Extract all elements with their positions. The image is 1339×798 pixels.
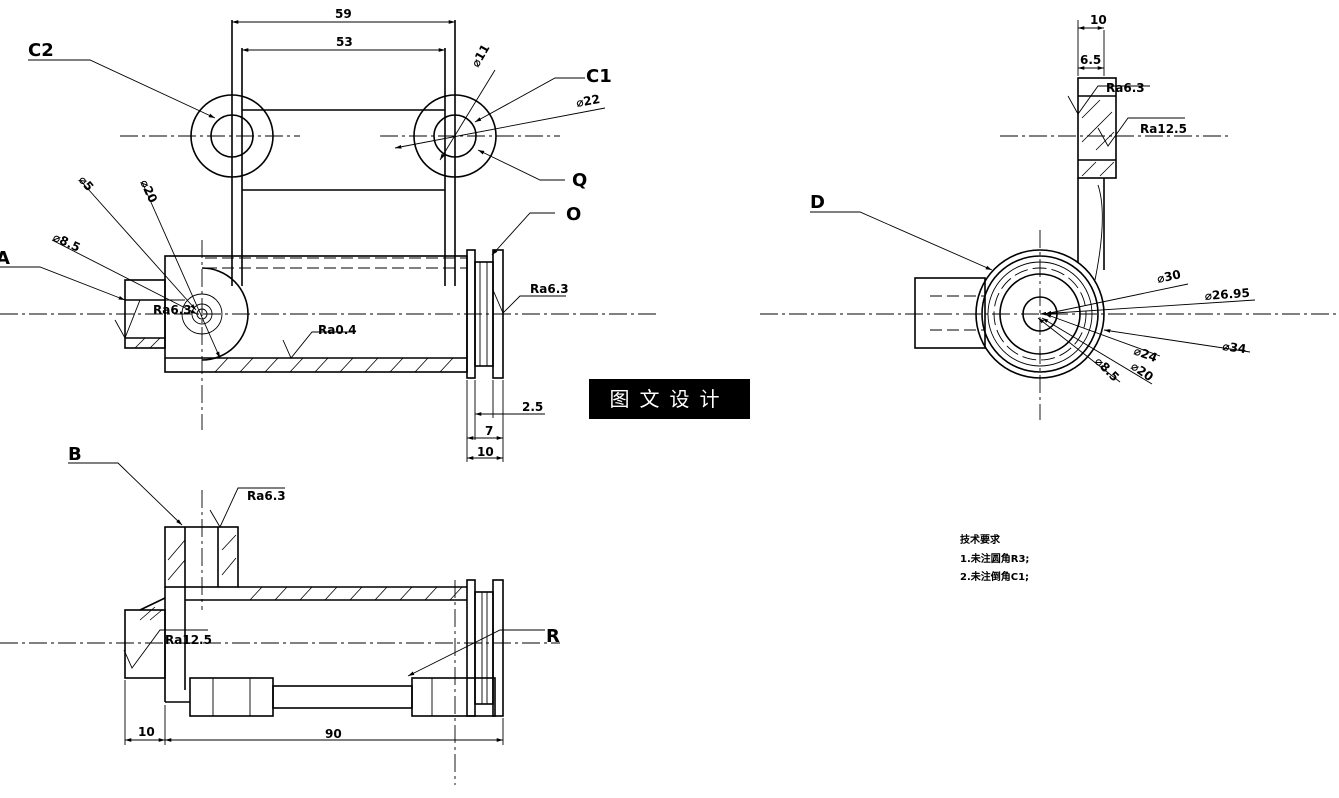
label-c1: C1: [586, 66, 612, 87]
label-d: D: [810, 192, 825, 213]
dim-10-side: 10: [1090, 13, 1107, 27]
watermark-label: 图文设计: [589, 379, 750, 419]
dim-dia-34: ⌀34: [1222, 339, 1248, 356]
label-a: A: [0, 248, 10, 269]
dim-dia-8-5-front: ⌀8.5: [51, 230, 83, 255]
label-c2: C2: [28, 40, 54, 61]
roughness-ra12-5-b: Ra12.5: [1140, 122, 1187, 136]
dim-90: 90: [325, 727, 342, 741]
tech-requirement-2: 2.未注倒角C1;: [960, 570, 1029, 583]
dim-dia-26-95: ⌀26.95: [1204, 286, 1250, 303]
dim-53: 53: [336, 35, 353, 49]
bottom-view: [0, 462, 560, 785]
label-q: Q: [572, 170, 587, 191]
side-view: [760, 20, 1339, 420]
tech-requirements-title: 技术要求: [960, 533, 1001, 546]
roughness-ra6-3-a: Ra6.3: [153, 303, 192, 317]
dim-6-5: 6.5: [1080, 53, 1101, 67]
dim-dia-30: ⌀30: [1156, 267, 1182, 286]
roughness-ra6-3-b: Ra6.3: [530, 282, 569, 296]
label-r: R: [546, 626, 560, 647]
label-o: O: [566, 204, 581, 225]
dim-59: 59: [335, 7, 352, 21]
roughness-ra6-3-d: Ra6.3: [1106, 81, 1145, 95]
front-view: [0, 20, 660, 462]
dim-dia-11: ⌀11: [468, 42, 492, 70]
label-b: B: [68, 444, 82, 465]
dim-2-5: 2.5: [522, 400, 543, 414]
dim-10-flange: 10: [477, 445, 494, 459]
roughness-ra6-3-c: Ra6.3: [247, 489, 286, 503]
roughness-ra12-5-a: Ra12.5: [165, 633, 212, 647]
tech-requirement-1: 1.未注圆角R3;: [960, 552, 1029, 565]
dim-dia-20-front: ⌀20: [137, 177, 160, 205]
dim-dia-22: ⌀22: [575, 92, 601, 110]
roughness-ra0-4: Ra0.4: [318, 323, 357, 337]
dim-7: 7: [485, 424, 493, 438]
dim-dia-5: ⌀5: [76, 173, 97, 194]
dim-10-bottom: 10: [138, 725, 155, 739]
